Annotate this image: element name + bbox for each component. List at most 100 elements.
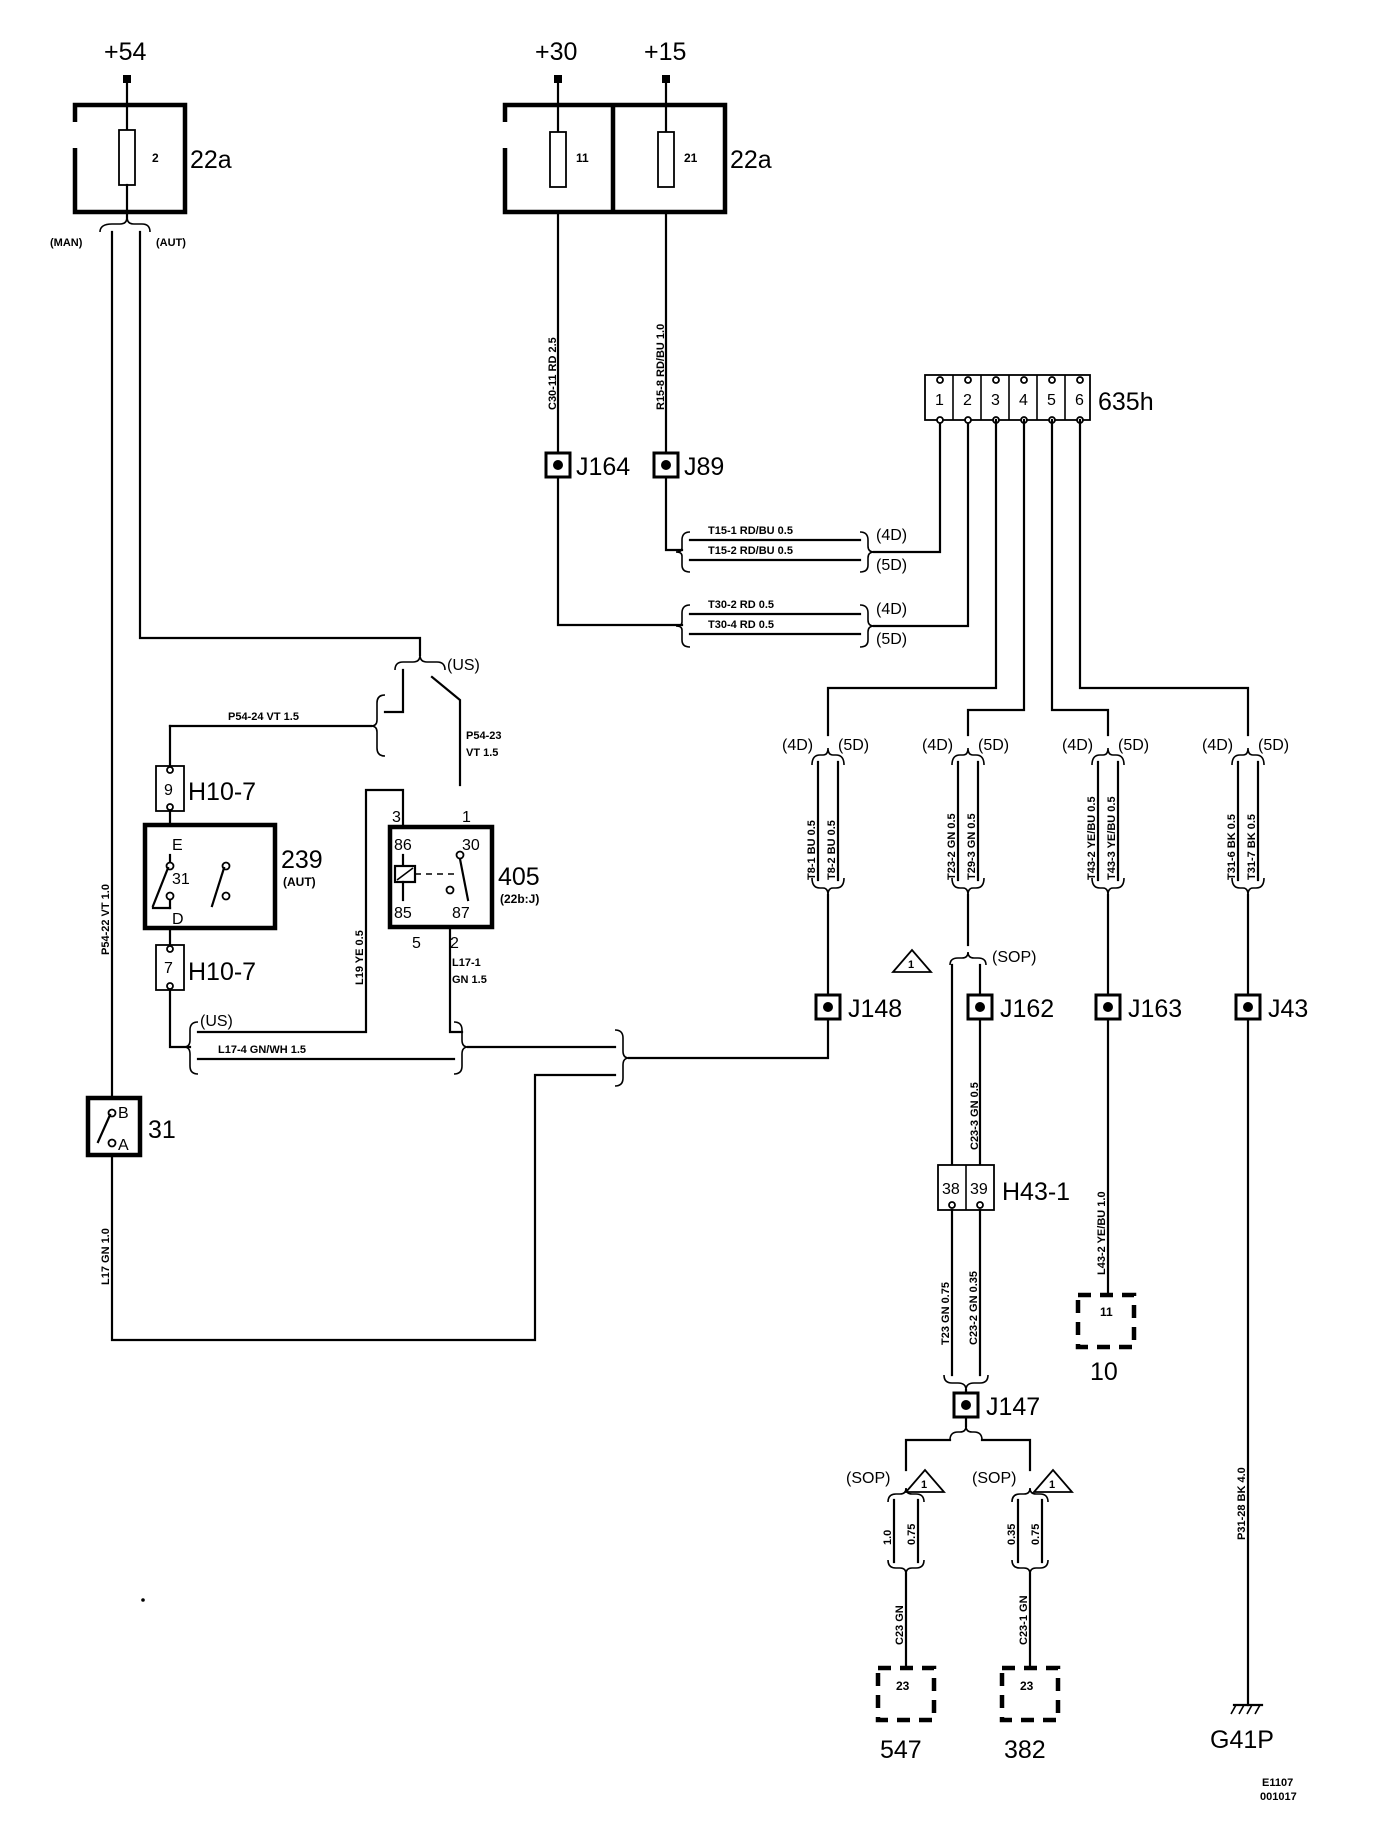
svg-text:+30: +30 (535, 38, 577, 66)
svg-text:001017: 001017 (1260, 1791, 1297, 1803)
connector-h43-1: 38 39 H43-1 (937, 1164, 1070, 1211)
svg-text:(4D): (4D) (876, 601, 907, 618)
svg-text:(4D): (4D) (1062, 737, 1093, 754)
svg-text:405: 405 (498, 863, 540, 891)
svg-text:(4D): (4D) (876, 527, 907, 544)
connector-635h: 1 2 3 4 5 6 635h (924, 374, 1154, 424)
svg-text:H10-7: H10-7 (188, 958, 256, 986)
fuse-11-label: 11 (576, 151, 589, 165)
wire-t23-label: T23 GN 0.75 (940, 1282, 952, 1345)
variant-group-j163: (4D) (5D) T43-2 YE/BU 0.5 T43-3 YE/BU 0.… (1062, 737, 1182, 1297)
variant-group-j148: (4D) (5D) T8-1 BU 0.5 T8-2 BU 0.5 J148 (782, 737, 902, 1023)
svg-text:39: 39 (970, 1181, 988, 1198)
svg-text:J43: J43 (1268, 995, 1308, 1023)
svg-text:J162: J162 (1000, 995, 1054, 1023)
wire-r15-8-label: R15-8 RD/BU 1.0 (655, 324, 667, 410)
sop-left-group: (SOP) 1 1.0 0.75 C23 GN (846, 1468, 946, 1670)
svg-text:J148: J148 (848, 995, 902, 1023)
svg-text:J89: J89 (684, 453, 724, 481)
svg-text:(5D): (5D) (876, 557, 907, 574)
svg-text:J147: J147 (986, 1393, 1040, 1421)
wire-t29-3-label: T29-3 GN 0.5 (966, 813, 978, 880)
svg-text:(SOP): (SOP) (972, 1470, 1016, 1487)
svg-text:J163: J163 (1128, 995, 1182, 1023)
svg-text:B: B (118, 1105, 129, 1122)
switch-239: E 31 D 239 (AUT) (142, 822, 323, 931)
wire-c23-2-label: C23-2 GN 0.35 (968, 1271, 980, 1345)
svg-text:11: 11 (1100, 1305, 1113, 1319)
wire-t31-6-label: T31-6 BK 0.5 (1226, 814, 1238, 880)
svg-text:1: 1 (1049, 1479, 1055, 1491)
svg-text:(5D): (5D) (1118, 737, 1149, 754)
fusebox-22a-left-label: 22a (190, 146, 232, 174)
wire-l43-2-label: L43-2 YE/BU 1.0 (1096, 1191, 1108, 1275)
pin-3: 3 (991, 392, 1000, 409)
svg-text:J164: J164 (576, 453, 630, 481)
relay-405: 3 1 86 30 85 87 5 2 405 (22b:J) (387, 809, 540, 952)
svg-text:(AUT): (AUT) (283, 875, 316, 889)
component-10: 11 10 (1075, 1292, 1137, 1386)
svg-text:7: 7 (164, 960, 173, 977)
svg-text:38: 38 (942, 1181, 960, 1198)
wire-c23-3-label: C23-3 GN 0.5 (969, 1082, 981, 1150)
wire-t8-1-label: T8-1 BU 0.5 (806, 820, 818, 880)
splice-j89: J89 (652, 451, 724, 481)
svg-text:(4D): (4D) (922, 737, 953, 754)
wire-p54-23-label: P54-23 (466, 730, 501, 742)
variant-group-j43: (4D) (5D) T31-6 BK 0.5 T31-7 BK 0.5 J43 … (1202, 737, 1308, 1707)
svg-text:30: 30 (462, 837, 480, 854)
svg-text:(5D): (5D) (876, 631, 907, 648)
fuse-21-label: 21 (684, 151, 698, 165)
svg-text:31: 31 (148, 1116, 176, 1144)
pin-5: 5 (1047, 392, 1056, 409)
wire-t23-2-label: T23-2 GN 0.5 (946, 813, 958, 880)
svg-text:(US): (US) (200, 1013, 233, 1030)
svg-text:547: 547 (880, 1736, 922, 1764)
svg-text:10: 10 (1090, 1358, 1118, 1386)
svg-text:+54: +54 (104, 38, 147, 66)
wire-t8-2-label: T8-2 BU 0.5 (826, 820, 838, 880)
svg-text:H10-7: H10-7 (188, 778, 256, 806)
svg-text:239: 239 (281, 846, 323, 874)
svg-text:E1107: E1107 (1262, 1777, 1293, 1789)
fusebox-22a-right-label: 22a (730, 146, 772, 174)
svg-text:G41P: G41P (1210, 1726, 1274, 1754)
wire-t43-2-label: T43-2 YE/BU 0.5 (1086, 796, 1098, 880)
terminal-p30: +30 (535, 38, 577, 83)
svg-text:(SOP): (SOP) (846, 1470, 890, 1487)
wire-t30-2-label: T30-2 RD 0.5 (708, 599, 774, 611)
component-547: 23 547 (875, 1665, 937, 1764)
svg-text:(22b:J): (22b:J) (500, 892, 539, 906)
component-382: 23 382 (999, 1665, 1061, 1764)
svg-text:VT 1.5: VT 1.5 (466, 747, 498, 759)
wire-p31-28-label: P31-28 BK 4.0 (1236, 1467, 1248, 1540)
svg-text:1: 1 (462, 809, 471, 826)
svg-text:0.75: 0.75 (1030, 1524, 1042, 1545)
pin-2: 2 (963, 392, 972, 409)
svg-text:(AUT): (AUT) (156, 237, 186, 249)
wire-p54-22-label: P54-22 VT 1.0 (100, 884, 112, 955)
svg-text:(5D): (5D) (978, 737, 1009, 754)
man-aut-split: (MAN) (AUT) (50, 216, 186, 249)
wire-c30-11-label: C30-11 RD 2.5 (547, 337, 559, 410)
svg-text:85: 85 (394, 905, 412, 922)
wire-l19-label: L19 YE 0.5 (354, 930, 366, 985)
wire-t15-2-label: T15-2 RD/BU 0.5 (708, 545, 793, 557)
svg-text:5: 5 (412, 935, 421, 952)
svg-text:GN 1.5: GN 1.5 (452, 974, 487, 986)
pin-6: 6 (1075, 392, 1084, 409)
svg-text:(SOP): (SOP) (992, 949, 1036, 966)
svg-text:(4D): (4D) (1202, 737, 1233, 754)
wire-c23-label: C23 GN (894, 1605, 906, 1645)
splice-j164: J164 (544, 451, 630, 481)
svg-text:D: D (172, 911, 184, 928)
svg-text:3: 3 (392, 809, 401, 826)
svg-text:A: A (118, 1137, 129, 1154)
svg-text:(5D): (5D) (1258, 737, 1289, 754)
switch-31: B A 31 (85, 1095, 176, 1158)
svg-text:(5D): (5D) (838, 737, 869, 754)
pin-4: 4 (1019, 392, 1028, 409)
terminal-p15: +15 (644, 38, 686, 83)
svg-text:+15: +15 (644, 38, 686, 66)
